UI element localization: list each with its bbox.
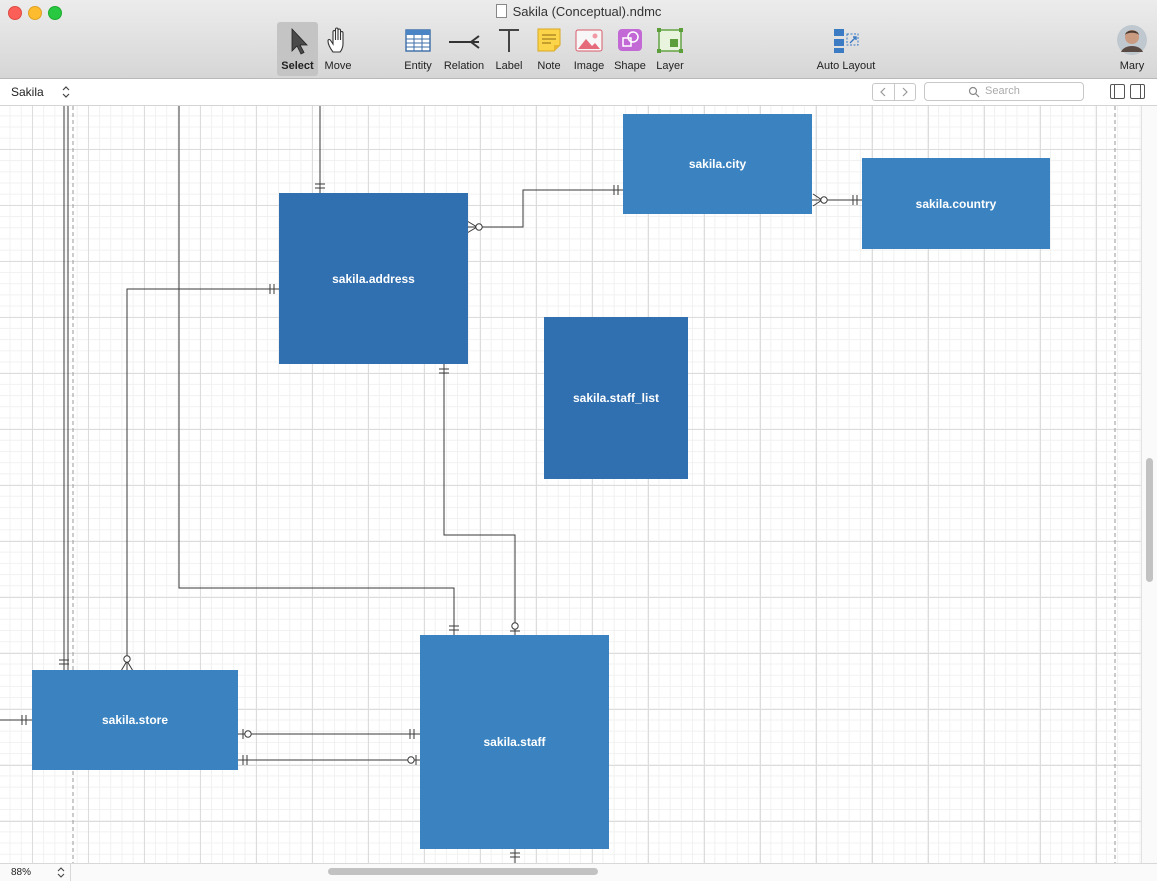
horizontal-scroll-thumb[interactable] bbox=[328, 868, 598, 875]
status-bar: 88% bbox=[0, 863, 1157, 881]
avatar-icon bbox=[1117, 25, 1147, 55]
note-tool-label: Note bbox=[537, 60, 561, 72]
entity-label: sakila.address bbox=[332, 271, 415, 286]
select-tool-button[interactable]: Select bbox=[277, 22, 318, 76]
select-tool-label: Select bbox=[281, 60, 314, 72]
close-window-button[interactable] bbox=[8, 6, 22, 20]
chevron-right-icon bbox=[902, 87, 908, 97]
note-tool-button[interactable]: Note bbox=[530, 22, 568, 76]
entity-tool-label: Entity bbox=[404, 60, 432, 72]
search-field[interactable]: Search bbox=[924, 82, 1084, 101]
label-tool-label: Label bbox=[495, 60, 523, 72]
move-tool-button[interactable]: Move bbox=[318, 22, 358, 76]
relation-tool-label: Relation bbox=[443, 60, 485, 72]
user-account-button[interactable]: Mary bbox=[1112, 22, 1152, 76]
entity-sakila-staff[interactable]: sakila.staff bbox=[420, 635, 609, 849]
chevron-updown-icon bbox=[57, 867, 65, 878]
forward-button[interactable] bbox=[894, 84, 915, 100]
text-t-icon bbox=[499, 29, 519, 52]
auto-layout-icon bbox=[834, 29, 859, 53]
shape-tool-button[interactable]: Shape bbox=[610, 22, 650, 76]
label-tool-button[interactable]: Label bbox=[490, 22, 528, 76]
auto-layout-button[interactable]: Auto Layout bbox=[810, 22, 882, 76]
search-placeholder: Search bbox=[985, 85, 1020, 97]
image-tool-label: Image bbox=[573, 60, 605, 72]
image-icon bbox=[575, 29, 603, 52]
table-icon bbox=[405, 29, 431, 52]
entity-sakila-city[interactable]: sakila.city bbox=[623, 114, 812, 214]
note-icon bbox=[537, 28, 561, 52]
entity-sakila-staff-list[interactable]: sakila.staff_list bbox=[544, 317, 688, 479]
arrow-cursor-icon bbox=[291, 27, 308, 55]
diagram-canvas[interactable]: sakila.city sakila.country sakila.addres… bbox=[0, 106, 1141, 863]
entity-sakila-country[interactable]: sakila.country bbox=[862, 158, 1050, 249]
nav-back-forward bbox=[872, 83, 916, 101]
window-title-text: Sakila (Conceptual).ndmc bbox=[512, 4, 662, 19]
relation-tool-button[interactable]: Relation bbox=[440, 22, 488, 76]
entity-label: sakila.store bbox=[101, 713, 169, 727]
move-tool-label: Move bbox=[324, 60, 352, 72]
window-title: Sakila (Conceptual).ndmc bbox=[0, 4, 1157, 19]
diagram-selector-value: Sakila bbox=[11, 85, 44, 99]
back-button[interactable] bbox=[873, 84, 895, 100]
zoom-level: 88% bbox=[11, 867, 32, 878]
layer-tool-button[interactable]: Layer bbox=[650, 22, 690, 76]
toggle-left-panel-button[interactable] bbox=[1110, 84, 1125, 99]
entity-label: sakila.city bbox=[688, 157, 747, 171]
shape-icon bbox=[618, 29, 642, 51]
user-name: Mary bbox=[1119, 60, 1145, 72]
hand-icon bbox=[327, 27, 344, 53]
minimize-window-button[interactable] bbox=[28, 6, 42, 20]
entity-sakila-store[interactable]: sakila.store bbox=[32, 670, 238, 770]
chevron-updown-icon bbox=[62, 86, 70, 98]
entity-label: sakila.staff_list bbox=[572, 391, 660, 405]
right-panel-icon bbox=[1140, 85, 1141, 98]
zoom-window-button[interactable] bbox=[48, 6, 62, 20]
auto-layout-label: Auto Layout bbox=[816, 60, 876, 72]
entity-label: sakila.country bbox=[915, 196, 997, 211]
diagram-subbar: Sakila Search bbox=[0, 79, 1157, 106]
toggle-right-panel-button[interactable] bbox=[1130, 84, 1145, 99]
entity-label: sakila.staff bbox=[483, 735, 546, 749]
chevron-left-icon bbox=[880, 87, 886, 97]
diagram-selector[interactable]: Sakila bbox=[11, 85, 70, 99]
vertical-scroll-thumb[interactable] bbox=[1146, 458, 1153, 582]
document-icon bbox=[495, 4, 507, 18]
layer-tool-label: Layer bbox=[656, 60, 684, 72]
zoom-selector[interactable]: 88% bbox=[0, 864, 71, 881]
shape-tool-label: Shape bbox=[614, 60, 646, 72]
entity-tool-button[interactable]: Entity bbox=[398, 22, 438, 76]
window-titlebar: Sakila (Conceptual).ndmc Select Move Ent… bbox=[0, 0, 1157, 79]
search-icon bbox=[968, 86, 980, 98]
entity-sakila-address[interactable]: sakila.address bbox=[279, 193, 468, 364]
layer-icon bbox=[657, 28, 683, 53]
image-tool-button[interactable]: Image bbox=[569, 22, 609, 76]
vertical-scrollbar[interactable] bbox=[1141, 106, 1157, 863]
left-panel-icon bbox=[1114, 85, 1115, 98]
relation-icon bbox=[449, 35, 480, 49]
